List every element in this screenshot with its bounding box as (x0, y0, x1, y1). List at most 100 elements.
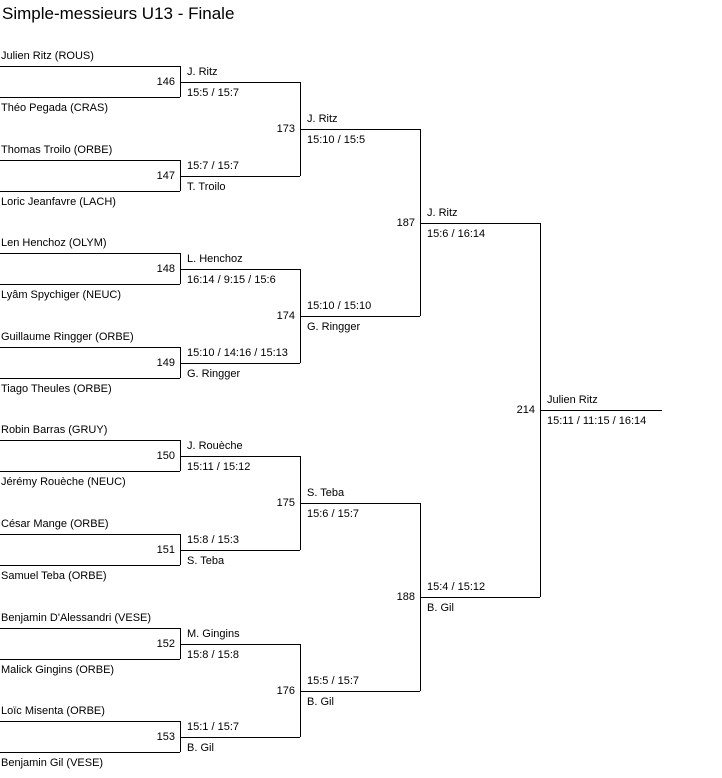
player-line (0, 659, 180, 660)
match-connector (180, 440, 181, 471)
player-line (0, 284, 180, 285)
winner-name: L. Henchoz (187, 253, 243, 265)
player-line (0, 471, 180, 472)
match-number: 174 (276, 310, 295, 322)
winner-line (180, 363, 300, 364)
winner-name: S. Teba (307, 487, 345, 499)
match-score: 15:8 / 15:3 (187, 534, 239, 546)
player-name: Lyâm Spychiger (NEUC) (1, 289, 122, 301)
player-line (0, 378, 180, 379)
player-line (0, 752, 180, 753)
match-score: 15:4 / 15:12 (427, 581, 486, 593)
player-name: Samuel Teba (ORBE) (1, 570, 107, 582)
player-line (0, 97, 180, 98)
match-connector (180, 534, 181, 565)
player-name: Thomas Troilo (ORBE) (1, 144, 113, 156)
match-score: 15:1 / 15:7 (187, 721, 239, 733)
player-line (0, 191, 180, 192)
match-score: 15:11 / 15:12 (187, 461, 251, 473)
match-connector (180, 160, 181, 191)
winner-name: J. Ritz (187, 66, 218, 78)
player-name: Théo Pegada (CRAS) (1, 102, 108, 114)
player-name: Len Henchoz (OLYM) (1, 237, 107, 249)
player-line (0, 347, 180, 348)
player-name: Loric Jeanfavre (LACH) (1, 196, 116, 208)
winner-name: S. Teba (187, 555, 225, 567)
winner-name: J. Ritz (307, 113, 338, 125)
winner-line (180, 176, 300, 177)
winner-line (180, 550, 300, 551)
winner-line (300, 129, 420, 130)
match-number: 151 (156, 544, 175, 556)
player-name: Benjamin D'Alessandri (VESE) (1, 612, 152, 624)
player-line (0, 565, 180, 566)
match-score: 15:7 / 15:7 (187, 160, 239, 172)
match-connector (180, 66, 181, 97)
winner-line (180, 737, 300, 738)
winner-line (300, 316, 420, 317)
player-name: Tiago Theules (ORBE) (1, 383, 112, 395)
match-score: 15:5 / 15:7 (307, 675, 359, 687)
match-connector (180, 721, 181, 752)
match-number: 214 (516, 404, 535, 416)
player-line (0, 628, 180, 629)
match-score: 15:10 / 15:10 (307, 300, 372, 312)
match-number: 187 (396, 217, 415, 229)
winner-line (180, 456, 300, 457)
player-name: Loïc Misenta (ORBE) (1, 705, 105, 717)
winner-name: G. Ringger (307, 321, 361, 333)
match-number: 175 (276, 497, 295, 509)
match-connector (180, 253, 181, 284)
player-line (0, 253, 180, 254)
match-score: 15:6 / 15:7 (307, 508, 359, 520)
winner-line (180, 269, 300, 270)
match-score: 15:8 / 15:8 (187, 649, 239, 661)
page-title: Simple-messieurs U13 - Finale (2, 4, 235, 23)
player-name: Julien Ritz (ROUS) (1, 50, 94, 62)
player-name: Robin Barras (GRUY) (1, 424, 108, 436)
match-score: 15:11 / 11:15 / 16:14 (547, 415, 647, 427)
winner-line (180, 82, 300, 83)
winner-line (300, 691, 420, 692)
winner-line (540, 410, 662, 411)
match-score: 15:5 / 15:7 (187, 87, 239, 99)
match-connector (420, 129, 421, 316)
match-number: 188 (396, 591, 415, 603)
match-number: 173 (276, 123, 295, 135)
winner-name: G. Ringger (187, 368, 241, 380)
winner-name: J. Ritz (427, 207, 458, 219)
winner-name: Julien Ritz (547, 394, 598, 406)
winner-name: B. Gil (427, 602, 454, 614)
winner-line (420, 223, 540, 224)
winner-name: M. Gingins (187, 628, 240, 640)
player-name: Jérémy Rouèche (NEUC) (1, 476, 126, 488)
match-connector (180, 628, 181, 659)
match-number: 148 (156, 263, 175, 275)
player-name: César Mange (ORBE) (1, 518, 109, 530)
match-number: 147 (156, 170, 175, 182)
match-connector (180, 347, 181, 378)
match-number: 146 (156, 76, 175, 88)
match-number: 176 (276, 685, 295, 697)
match-number: 150 (156, 450, 175, 462)
player-line (0, 721, 180, 722)
match-score: 16:14 / 9:15 / 15:6 (187, 274, 276, 286)
player-name: Malick Gingins (ORBE) (1, 664, 115, 676)
match-number: 152 (156, 638, 175, 650)
player-line (0, 440, 180, 441)
winner-line (180, 644, 300, 645)
winner-name: B. Gil (187, 742, 214, 754)
player-line (0, 534, 180, 535)
match-connector (300, 644, 301, 737)
match-score: 15:6 / 16:14 (427, 228, 486, 240)
match-score: 15:10 / 15:5 (307, 134, 366, 146)
winner-name: T. Troilo (187, 181, 226, 193)
winner-line (420, 597, 540, 598)
match-number: 149 (156, 357, 175, 369)
match-score: 15:10 / 14:16 / 15:13 (187, 347, 288, 359)
match-number: 153 (156, 731, 175, 743)
player-line (0, 160, 180, 161)
player-name: Benjamin Gil (VESE) (1, 757, 104, 769)
player-name: Guillaume Ringger (ORBE) (1, 331, 134, 343)
winner-name: J. Rouèche (187, 440, 243, 452)
